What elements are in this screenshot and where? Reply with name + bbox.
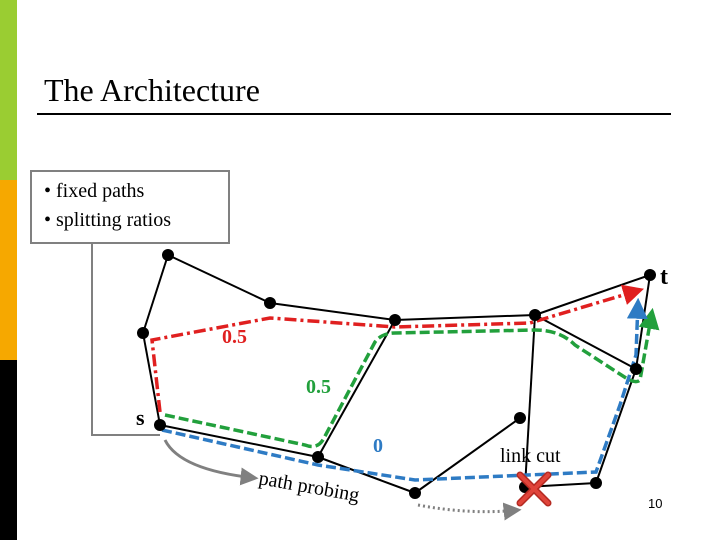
target-label: t [660, 264, 668, 290]
accent-bar-bottom [0, 360, 17, 540]
callout-box: • fixed paths • splitting ratios [30, 170, 230, 244]
nodes [137, 249, 656, 499]
node [529, 309, 541, 321]
probe-dotted-arrow [417, 502, 522, 521]
node [630, 363, 642, 375]
ratio-green-label: 0.5 [306, 376, 331, 398]
path-probing-label: path probing [257, 467, 361, 506]
ratio-blue-label: 0 [373, 435, 383, 457]
link-cut-label: link cut [500, 445, 561, 467]
path-green [164, 307, 660, 449]
topology-links [142, 254, 651, 494]
path-red [150, 284, 645, 413]
title-underline [37, 113, 671, 115]
node [514, 412, 526, 424]
slide-title: The Architecture [44, 72, 260, 108]
node [162, 249, 174, 261]
node-target [644, 269, 656, 281]
node [264, 297, 276, 309]
ratio-red-label: 0.5 [222, 326, 247, 348]
page-number: 10 [648, 496, 663, 511]
node [137, 327, 149, 339]
accent-bar-top [0, 0, 17, 180]
callout-item-splitting-ratios: • splitting ratios [44, 209, 172, 231]
node-source [154, 419, 166, 431]
node [312, 451, 324, 463]
callout-item-fixed-paths: • fixed paths [44, 180, 145, 202]
source-label: s [136, 405, 145, 430]
callout-connector [91, 240, 160, 436]
accent-bar-middle [0, 180, 17, 360]
probe-curve-arrow [163, 439, 259, 486]
link-cut-x-icon [516, 471, 552, 507]
node [590, 477, 602, 489]
node [409, 487, 421, 499]
node [389, 314, 401, 326]
